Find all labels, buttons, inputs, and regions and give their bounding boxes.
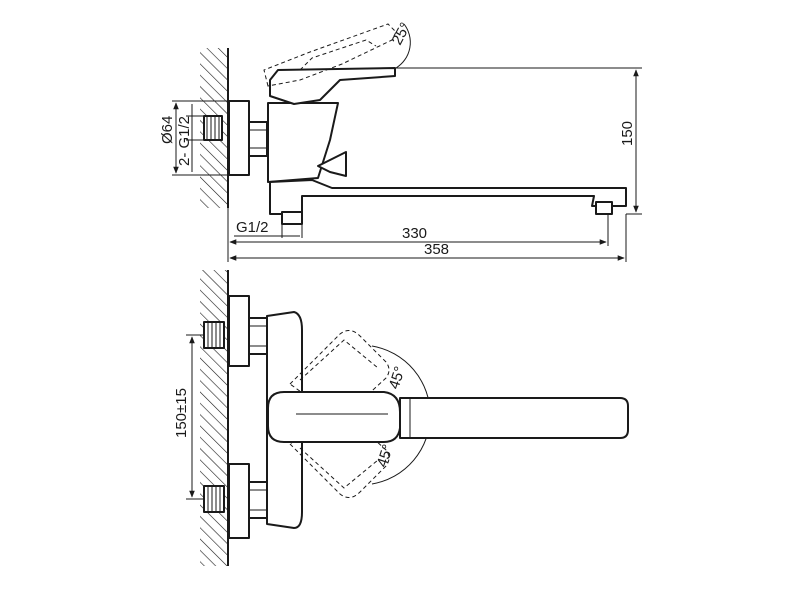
- nut-lower: [248, 481, 268, 519]
- flange-upper: [228, 295, 250, 367]
- side-view: 25° 150 Ø64 2- G1/2 G1/2 330 358: [159, 20, 642, 262]
- tilt-angle-arc: [395, 23, 411, 69]
- rotation-upper-label: 45°: [386, 364, 409, 391]
- flange-diameter-label: Ø64: [159, 116, 176, 144]
- outlet-thread-label: G1/2: [236, 219, 269, 236]
- inlet-thread-top: [203, 115, 223, 141]
- inlet-spacing-label: 150±15: [173, 388, 190, 438]
- inlet-thread-upper: [203, 321, 225, 349]
- lever-handle-front: [267, 391, 401, 443]
- connector-nut-top: [248, 121, 268, 157]
- spout-side: [269, 179, 627, 215]
- front-view: 45° 45° 150±15: [173, 270, 629, 566]
- lever-handle-raised: [263, 23, 397, 87]
- height-label: 150: [619, 121, 636, 146]
- rotation-lower-label: 45°: [374, 442, 397, 469]
- lever-handle-side: [269, 67, 396, 105]
- handle-rotated-down: [289, 407, 390, 498]
- outlet-nut-side: [281, 211, 303, 225]
- diverter-knob-side: [317, 151, 347, 177]
- spout-front: [399, 397, 629, 439]
- aerator-side: [595, 201, 613, 215]
- handle-rotated-up: [289, 330, 390, 421]
- wall-hatch-bottom: [200, 270, 228, 566]
- inlet-thread-lower: [203, 485, 225, 513]
- nut-upper: [248, 317, 268, 355]
- total-length-label: 358: [424, 241, 449, 258]
- flange-top: [228, 100, 250, 176]
- flange-lower: [228, 463, 250, 539]
- inlet-thread-label: 2- G1/2: [176, 116, 193, 166]
- spout-reach-label: 330: [402, 225, 427, 242]
- mixer-body-side: [267, 102, 339, 183]
